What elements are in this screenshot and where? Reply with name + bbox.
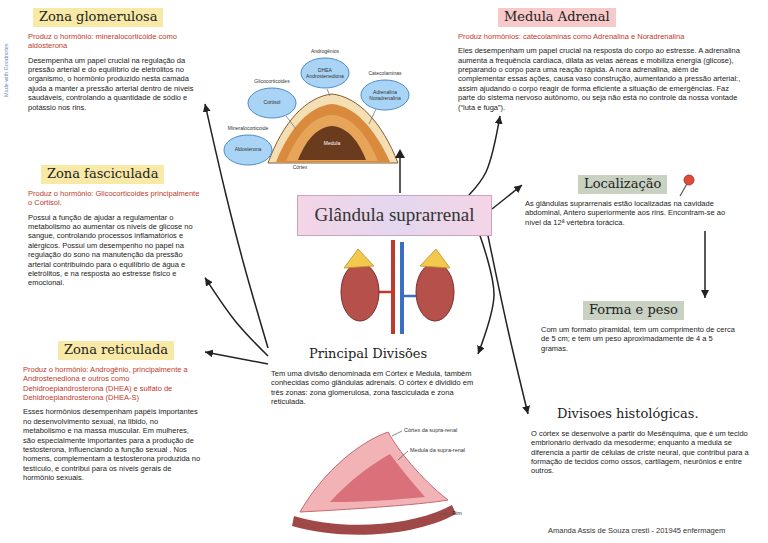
- histology-figure: [292, 431, 456, 535]
- arrow-line: [399, 156, 401, 193]
- section-heading: Divisoes histológicas.: [551, 405, 705, 424]
- central-title: Glândula suprarrenal: [304, 204, 485, 227]
- part-label: Glicocorticoides: [254, 79, 289, 85]
- part-label: Cortisol: [250, 100, 294, 106]
- hormone-line: Produz hormônios: catecolaminas como Adr…: [458, 32, 742, 41]
- body-text: Desempenha um papel crucial na regulação…: [28, 56, 202, 112]
- leader-line: [369, 109, 376, 124]
- leader-line: [286, 116, 296, 129]
- kidney-figure: [341, 240, 454, 334]
- leader-line: [440, 514, 450, 515]
- body-text: Possui a função de ajudar a regulamentar…: [28, 213, 202, 288]
- topic-section: Zona glomerulosaProduz o hormônio: miner…: [25, 5, 205, 116]
- topic-section: Medula AdrenalProduz hormônios: catecola…: [455, 5, 745, 116]
- hormone-bubble: [361, 80, 409, 110]
- arrow-connector: [492, 185, 522, 209]
- section-heading: Zona reticulada: [58, 341, 174, 360]
- part-label: Medula da supra-renal: [410, 447, 465, 453]
- adrenal-section-figure: [224, 58, 409, 165]
- kidney: [341, 263, 379, 321]
- section-heading: Localização: [578, 175, 667, 194]
- arrow-connector: [205, 104, 268, 348]
- body-text: Tem uma divisão denominada em Córtex e M…: [271, 369, 475, 407]
- body-text: Com um formato piramidal, tem um comprim…: [541, 325, 735, 353]
- author-note: Amanda Assis de Souza cresti - 201945 en…: [548, 527, 725, 535]
- hormone-bubble: [301, 58, 349, 88]
- topic-section: Principal DivisõesTem uma divisão denomi…: [268, 342, 478, 410]
- central-topic-box: Glândula suprarrenal: [297, 195, 492, 236]
- topic-section: Zona fasciculadaProduz o hormônio: Glico…: [25, 162, 205, 292]
- leader-line: [392, 431, 402, 436]
- hormone-bubble: [248, 88, 296, 118]
- section-heading: Zona glomerulosa: [33, 8, 163, 27]
- adrenal-cap: [420, 249, 450, 268]
- cortex-layer: [276, 104, 390, 162]
- cortex-layer: [286, 115, 378, 161]
- section-heading: Principal Divisões: [303, 345, 433, 364]
- pin-icon: [680, 175, 694, 196]
- part-label: Mineralocorticoide: [228, 126, 269, 132]
- pin-head: [684, 175, 694, 185]
- topic-section: Zona reticuladaProduz o hormônio: Androg…: [20, 338, 205, 486]
- part-label: Rim: [452, 510, 462, 516]
- topic-section: Forma e pesoCom um formato piramidal, te…: [538, 298, 738, 357]
- topic-section: Localização As glândulas suprarrenais est…: [522, 172, 737, 231]
- medulla-shape: [330, 454, 425, 502]
- part-label: Medula: [317, 141, 347, 147]
- arrow-connector: [469, 116, 500, 195]
- arrow-connector: [205, 278, 268, 356]
- part-label: DHEA Androstenediona: [302, 68, 348, 79]
- part-label: Androgênios: [311, 49, 339, 55]
- hormone-bubble: [224, 135, 272, 165]
- body-text: O córtex se desenvolve a partir do Mesên…: [531, 429, 750, 476]
- hormone-line: Produz o hormônio: mineralocorticóide co…: [28, 32, 202, 51]
- part-label: Aldosterona: [226, 147, 270, 153]
- vena-cava: [400, 242, 404, 334]
- arrow-connector: [488, 236, 528, 414]
- part-label: Catecolaminas: [368, 71, 401, 77]
- figure-arrow: [395, 149, 405, 193]
- body-text: Eles desempenham um papel crucial na res…: [458, 46, 742, 112]
- section-heading: Zona fasciculada: [41, 165, 164, 184]
- medulla-shape: [298, 126, 366, 160]
- adrenal-cap: [344, 249, 374, 268]
- arrow-connector: [205, 352, 268, 364]
- part-label: Córtex: [293, 165, 308, 171]
- kidney: [416, 263, 454, 321]
- arrow-head: [395, 149, 405, 158]
- cortex-shape: [300, 432, 448, 512]
- arrow-connector: [704, 231, 706, 298]
- watermark: Made with Goodnotes: [3, 43, 9, 97]
- hormone-line: Produz o hormônio: Androgênio, principal…: [23, 365, 202, 403]
- aorta: [391, 240, 395, 334]
- leader-line: [398, 451, 408, 460]
- part-label: Adrenalina Noradrenalina: [362, 90, 408, 101]
- section-heading: Forma e peso: [583, 301, 684, 320]
- section-heading: Medula Adrenal: [498, 8, 616, 27]
- body-text: Esses hormônios desempenham papéis impor…: [23, 407, 202, 482]
- hormone-line: Produz o hormônio: Glicocorticoides prin…: [28, 189, 202, 208]
- part-label: Córtex da supra-renal: [404, 427, 457, 433]
- topic-section: Divisoes histológicas. O córtex se desenv…: [528, 402, 753, 480]
- leader-line: [327, 89, 330, 96]
- body-text: As glândulas suprarrenais estão localiza…: [525, 199, 734, 227]
